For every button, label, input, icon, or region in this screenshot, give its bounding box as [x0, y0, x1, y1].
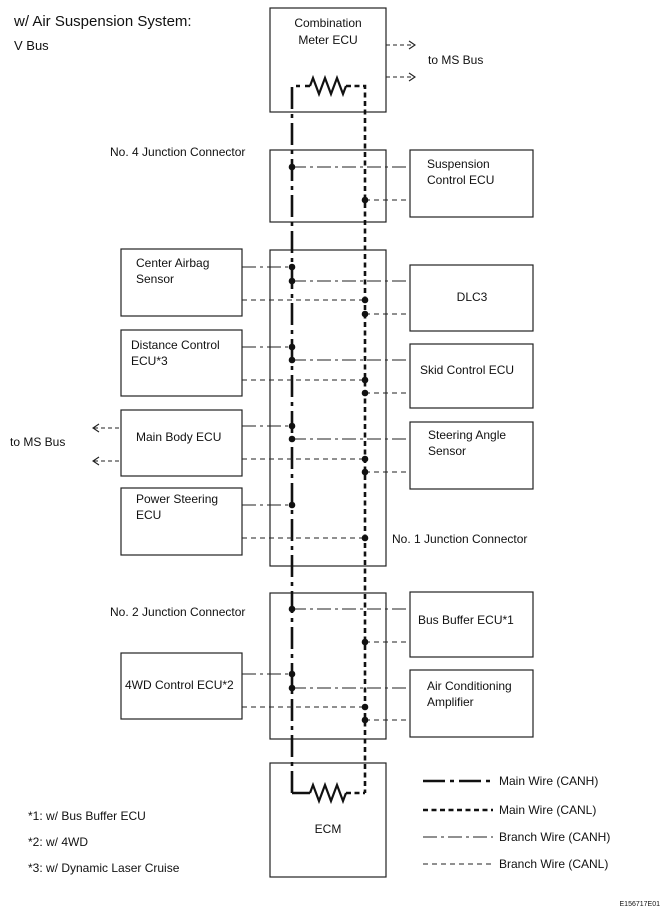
junction-dot [288, 422, 296, 430]
junction-dot [361, 455, 369, 463]
legend-label-main-canh: Main Wire (CANH) [499, 774, 598, 788]
dlc3-label: DLC3 [457, 290, 488, 304]
junction-dot [361, 468, 369, 476]
air-conditioning-amplifier-box [409, 669, 534, 738]
power-steering-ecu-label-line1: Power Steering [136, 492, 218, 506]
distance-control-ecu-box [120, 329, 243, 397]
distance-control-ecu-label-line1: Distance Control [131, 338, 220, 352]
junction-dot [288, 343, 296, 351]
junction-dot [361, 389, 369, 397]
legend-label-branch-canh: Branch Wire (CANH) [499, 830, 610, 844]
air-conditioning-amplifier-label-line2: Amplifier [427, 695, 474, 709]
junction-dot [288, 670, 296, 678]
termination-resistor-top [308, 74, 348, 98]
main-wire-canh [290, 84, 310, 793]
junction-dot [288, 356, 296, 364]
arrow-left-icon [92, 456, 100, 466]
termination-resistor-bottom [308, 781, 348, 805]
junction-dot [361, 534, 369, 542]
legend-label-branch-canl: Branch Wire (CANL) [499, 857, 608, 871]
bus-buffer-ecu-label: Bus Buffer ECU*1 [418, 613, 514, 627]
no4-junction-connector-box [269, 149, 387, 223]
no2-junction-connector-box [269, 592, 387, 740]
center-airbag-sensor-box [120, 248, 243, 317]
main-body-ecu-box [120, 409, 243, 477]
main-body-ecu-label: Main Body ECU [136, 430, 221, 444]
junction-dot [361, 196, 369, 204]
ecm-box [269, 762, 387, 878]
footnote-1: *1: w/ Bus Buffer ECU [28, 809, 146, 823]
junction-dot [361, 703, 369, 711]
junction-dot [361, 310, 369, 318]
suspension-control-ecu-box [409, 149, 534, 218]
junction-dot [288, 435, 296, 443]
to-ms-bus-left-label: to MS Bus [10, 435, 65, 449]
arrow-right-icon [408, 40, 416, 50]
footnote-3: *3: w/ Dynamic Laser Cruise [28, 861, 180, 875]
to-ms-bus-right-label: to MS Bus [428, 53, 483, 67]
junction-dot [288, 277, 296, 285]
steering-angle-sensor-label-line1: Steering Angle [428, 428, 506, 442]
junction-dot [288, 263, 296, 271]
junction-dot [361, 376, 369, 384]
legend: Main Wire (CANH) Main Wire (CANL) Branch… [423, 774, 610, 871]
dlc3-box [409, 264, 534, 332]
combination-meter-ecu-label-line1: Combination [294, 16, 361, 30]
legend-label-main-canl: Main Wire (CANL) [499, 803, 596, 817]
junction-dot [288, 163, 296, 171]
junction-dots [288, 163, 369, 724]
steering-angle-sensor-label-line2: Sensor [428, 444, 466, 458]
suspension-control-ecu-label-line1: Suspension [427, 157, 490, 171]
junction-dot [288, 605, 296, 613]
no1-junction-connector-box [269, 249, 387, 567]
diagram-subtitle: V Bus [14, 38, 49, 53]
junction-dot [288, 501, 296, 509]
center-airbag-sensor-label-line2: Sensor [136, 272, 174, 286]
power-steering-ecu-label-line2: ECU [136, 508, 161, 522]
skid-control-ecu-box [409, 343, 534, 409]
distance-control-ecu-label-line2: ECU*3 [131, 354, 168, 368]
no4-junction-connector-label: No. 4 Junction Connector [110, 145, 245, 159]
four-wd-control-ecu-box [120, 652, 243, 720]
arrow-left-icon [92, 423, 100, 433]
no1-junction-connector-label: No. 1 Junction Connector [392, 532, 527, 546]
combination-meter-ecu-label-line2: Meter ECU [298, 33, 357, 47]
main-wire-canl [346, 84, 367, 793]
power-steering-ecu-box [120, 487, 243, 556]
ecm-label: ECM [315, 822, 342, 836]
four-wd-control-ecu-label: 4WD Control ECU*2 [125, 678, 234, 692]
skid-control-ecu-label: Skid Control ECU [420, 363, 514, 377]
bus-buffer-ecu-box [409, 591, 534, 658]
junction-dot [361, 638, 369, 646]
arrow-right-icon [408, 72, 416, 82]
no2-junction-connector-label: No. 2 Junction Connector [110, 605, 245, 619]
center-airbag-sensor-label-line1: Center Airbag [136, 256, 209, 270]
steering-angle-sensor-box [409, 421, 534, 490]
combination-meter-ecu-box [269, 7, 387, 113]
footnote-2: *2: w/ 4WD [28, 835, 88, 849]
figure-id: E156717E01 [620, 901, 661, 908]
junction-dot [288, 684, 296, 692]
diagram-title: w/ Air Suspension System: [13, 13, 192, 30]
air-conditioning-amplifier-label-line1: Air Conditioning [427, 679, 512, 693]
junction-dot [361, 296, 369, 304]
suspension-control-ecu-label-line2: Control ECU [427, 173, 494, 187]
junction-dot [361, 716, 369, 724]
